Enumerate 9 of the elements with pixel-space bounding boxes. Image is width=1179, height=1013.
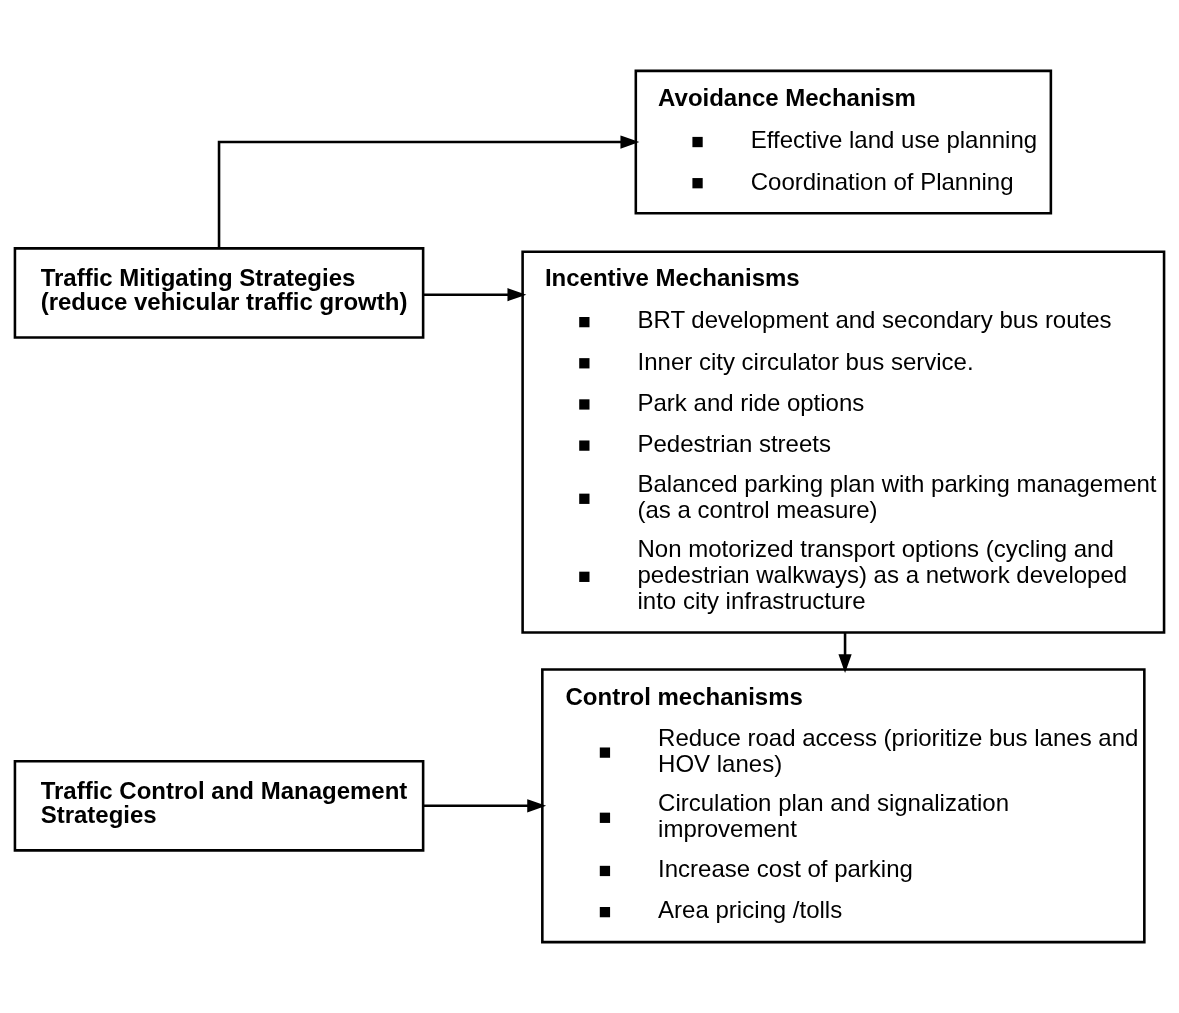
node-box: Incentive Mechanisms BRT development and secondary bus routes Inner city circulator bus service. Park and ride options Pedestrian streets Balanced parking plan with parking management (as a control measure) Non motorized transport options (cycling and pedestrian walkways) as a network developed into city infrastructure: [521, 250, 1166, 634]
node-box: Control mechanisms Reduce road access (prioritize bus lanes and HOV lanes) Circulation plan and signalization improvement Increase cost of parking Area pricing /tolls: [541, 668, 1146, 944]
node-box: Traffic Control and Management Strategies: [13, 759, 425, 852]
node-box: Traffic Mitigating Strategies (reduce vehicular traffic growth): [13, 247, 425, 339]
arrow: [217, 135, 640, 248]
arrow: [838, 633, 852, 674]
node-box: Avoidance Mechanism Effective land use planning Coordination of Planning: [634, 69, 1053, 215]
arrow: [423, 288, 527, 302]
arrow: [423, 799, 547, 813]
